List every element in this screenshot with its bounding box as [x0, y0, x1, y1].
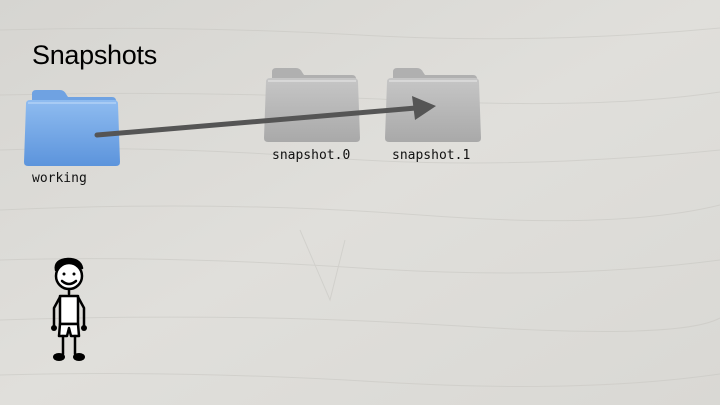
- stick-figure-icon: [51, 257, 87, 361]
- folder-icon: [24, 90, 120, 166]
- slide-title: Snapshots: [32, 40, 157, 70]
- folder-snapshot-1[interactable]: [385, 66, 483, 151]
- folder-label-working: working: [32, 171, 87, 186]
- folder-working[interactable]: [24, 88, 122, 173]
- folder-icon: [385, 68, 481, 142]
- folder-icon: [264, 68, 360, 142]
- folder-snapshot-0[interactable]: [264, 66, 362, 151]
- folder-label-snapshot-1: snapshot.1: [392, 148, 471, 163]
- folder-label-snapshot-0: snapshot.0: [272, 148, 351, 163]
